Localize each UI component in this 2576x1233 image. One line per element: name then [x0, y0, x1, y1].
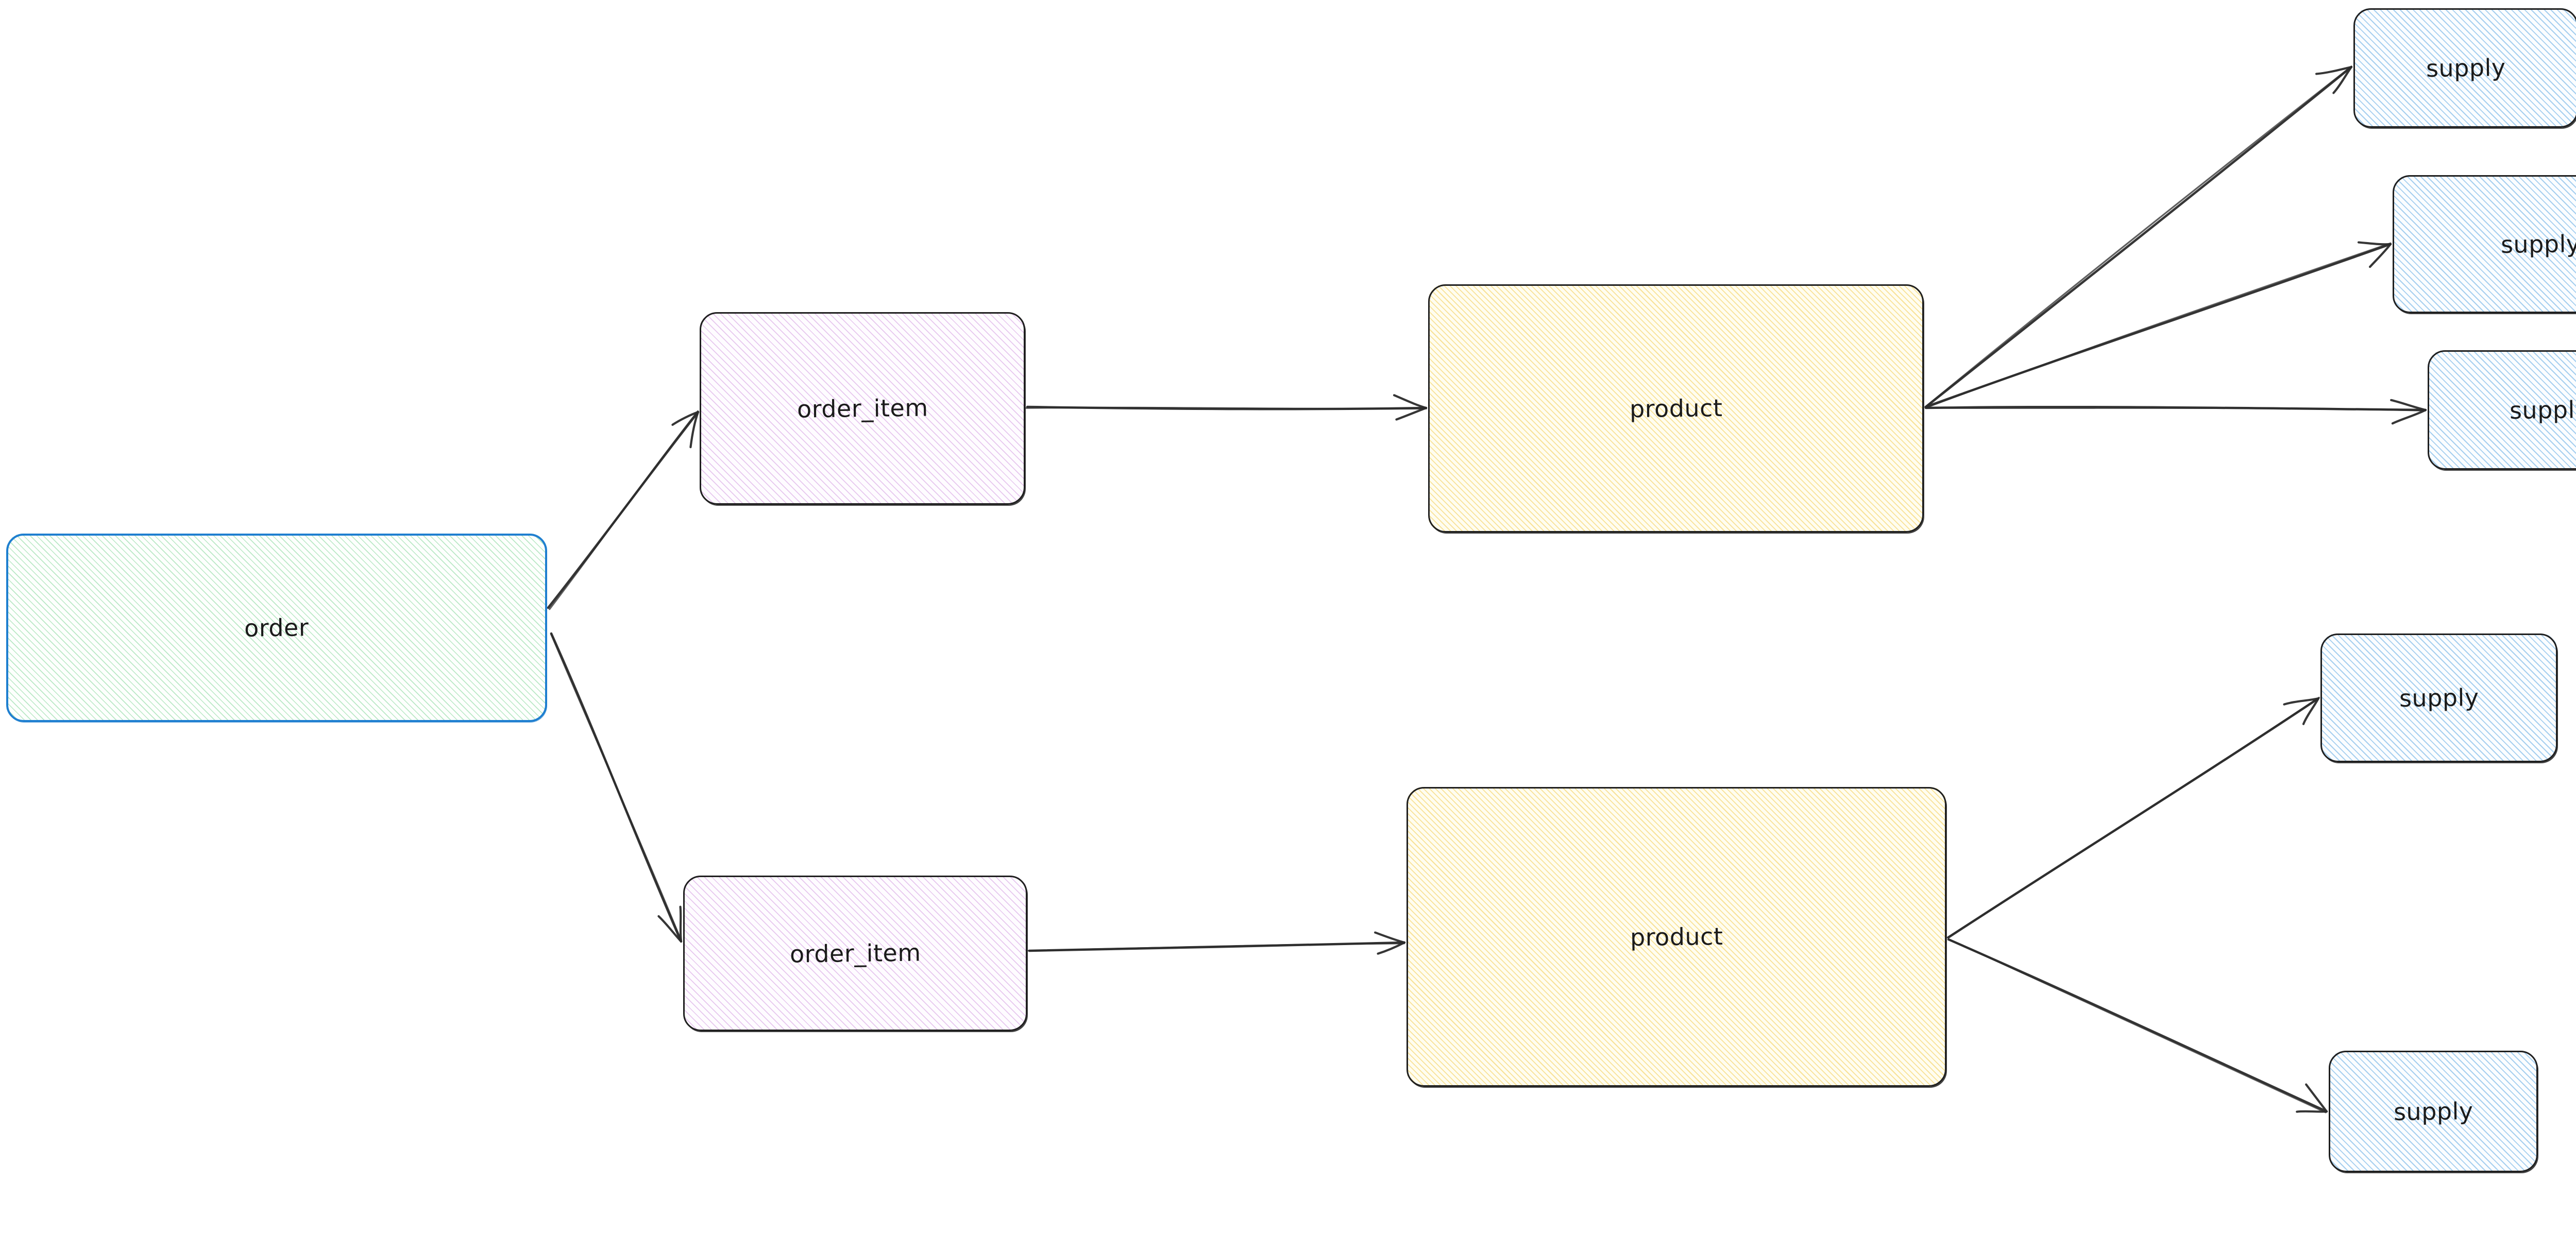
node-supply-2[interactable]: supply: [2393, 175, 2576, 313]
node-fill-hatch: [2320, 633, 2557, 762]
node-fill-hatch: [6, 534, 547, 722]
node-label: supply: [2500, 230, 2576, 259]
node-label: supply: [2399, 683, 2479, 712]
node-fill-hatch: [1406, 787, 1946, 1087]
node-order[interactable]: order: [6, 534, 547, 722]
node-fill-hatch: [683, 876, 1027, 1031]
node-product-bottom[interactable]: product: [1406, 787, 1946, 1087]
node-label: order_item: [789, 938, 921, 968]
node-supply-5[interactable]: supply: [2329, 1051, 2538, 1172]
node-supply-4[interactable]: supply: [2320, 633, 2557, 762]
node-fill-hatch: [1428, 284, 1924, 533]
node-fill-hatch: [2329, 1051, 2538, 1172]
node-fill-hatch: [700, 312, 1025, 505]
node-supply-3[interactable]: supply: [2428, 350, 2576, 470]
node-order-item-bottom[interactable]: order_item: [683, 876, 1027, 1031]
node-label: order: [244, 613, 309, 642]
node-order-item-top[interactable]: order_item: [700, 312, 1025, 505]
node-supply-1[interactable]: supply: [2353, 8, 2576, 128]
node-label: order_item: [796, 393, 928, 423]
node-product-top[interactable]: product: [1428, 284, 1924, 533]
node-label: supply: [2509, 396, 2576, 424]
node-fill-hatch: [2393, 175, 2576, 313]
node-label: supply: [2426, 54, 2506, 82]
node-fill-hatch: [2428, 350, 2576, 470]
node-fill-hatch: [2353, 8, 2576, 128]
node-label: product: [1629, 393, 1723, 423]
node-label: supply: [2393, 1097, 2473, 1126]
node-label: product: [1630, 922, 1723, 952]
